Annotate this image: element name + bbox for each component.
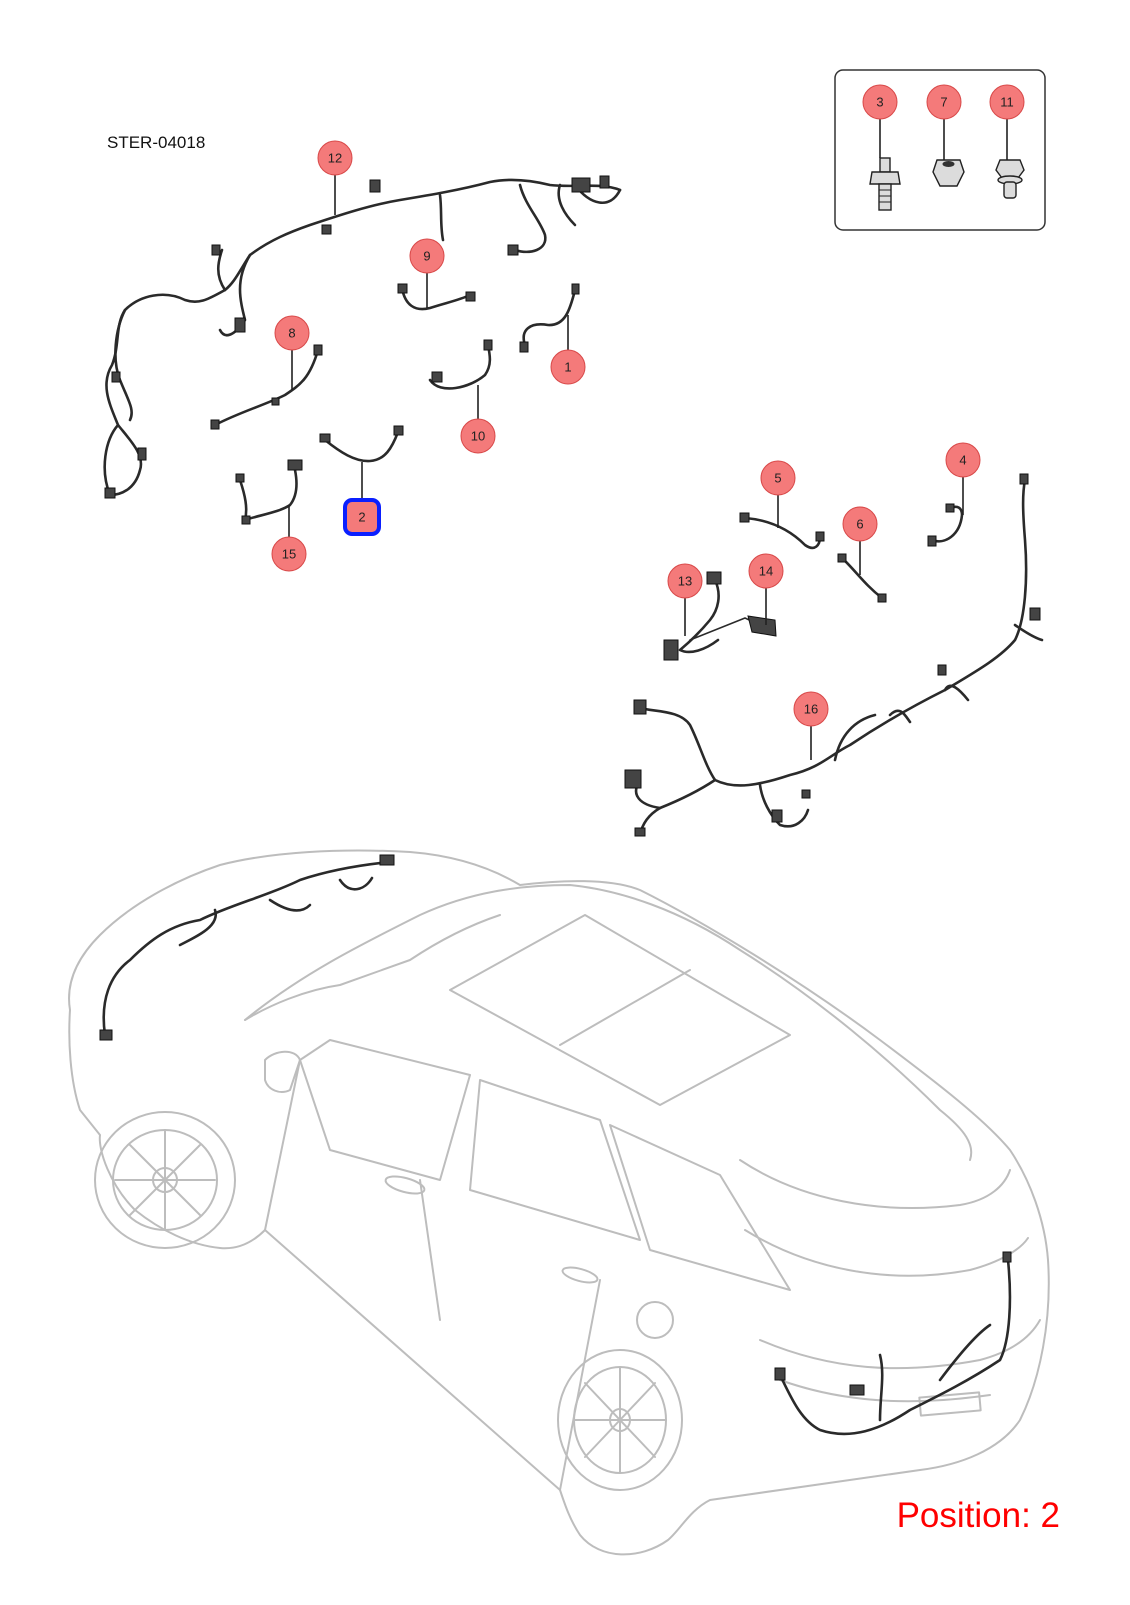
harness-part-12	[103, 175, 622, 499]
callout-number: 10	[471, 429, 485, 444]
callout-bubble	[989, 84, 1025, 120]
callout-selected-marker	[343, 498, 381, 536]
vehicle-illustration	[68, 849, 1050, 1556]
callout-number: 2	[358, 510, 365, 525]
callout-number: 15	[282, 547, 296, 562]
harness-part-13	[663, 571, 722, 661]
callout-8[interactable]: 8	[274, 315, 310, 390]
callout-bubble	[793, 691, 829, 727]
diagram-code-label: STER-04018	[107, 133, 206, 152]
callout-number: 13	[678, 574, 692, 589]
callout-number: 12	[328, 151, 342, 166]
harness-part-2	[319, 425, 404, 463]
callout-number: 5	[774, 471, 781, 486]
harness-part-1	[519, 283, 580, 353]
callout-number: 1	[564, 360, 571, 375]
harness-part-8	[210, 344, 323, 430]
callout-number: 6	[856, 517, 863, 532]
callout-bubble	[926, 84, 962, 120]
callout-bubble	[550, 349, 586, 385]
callout-7[interactable]: 7	[926, 84, 962, 160]
callout-number: 8	[288, 326, 295, 341]
callout-11[interactable]: 11	[989, 84, 1025, 160]
harness-part-10	[428, 339, 493, 390]
callout-number: 14	[759, 564, 773, 579]
callout-13[interactable]: 13	[667, 563, 703, 636]
position-indicator: Position: 2	[896, 1496, 1060, 1535]
callout-5[interactable]: 5	[760, 460, 796, 528]
callout-3[interactable]: 3	[862, 84, 898, 158]
callout-bubble	[945, 442, 981, 478]
callout-bubble	[842, 506, 878, 542]
harness-part-6	[837, 553, 887, 603]
callout-bubble	[317, 140, 353, 176]
callout-15[interactable]: 15	[271, 505, 307, 572]
front-wheel-icon	[94, 1111, 236, 1249]
harness-part-4	[927, 503, 964, 547]
callout-16[interactable]: 16	[793, 691, 829, 760]
harness-part-16	[624, 473, 1044, 837]
harness-part-14	[689, 615, 777, 641]
harness-part-5	[739, 512, 825, 550]
stud-fastener-icon	[869, 157, 901, 211]
callout-1[interactable]: 1	[550, 315, 586, 385]
callout-bubble	[862, 84, 898, 120]
callout-bubble	[409, 238, 445, 274]
callout-14[interactable]: 14	[748, 553, 784, 625]
nut-fastener-icon	[932, 159, 965, 187]
callout-number: 9	[423, 249, 430, 264]
callout-number: 16	[804, 702, 818, 717]
callout-number: 11	[1000, 95, 1014, 110]
callout-bubble	[460, 418, 496, 454]
bolt-fastener-icon	[995, 159, 1025, 199]
callout-bubble	[667, 563, 703, 599]
callout-10[interactable]: 10	[460, 385, 496, 454]
callout-bubble	[274, 315, 310, 351]
callout-number: 3	[876, 95, 883, 110]
harness-part-15	[235, 459, 303, 525]
callout-bubble	[760, 460, 796, 496]
callout-12[interactable]: 12	[317, 140, 353, 215]
rear-wheel-icon	[557, 1349, 683, 1491]
callout-bubble	[271, 536, 307, 572]
callout-number: 4	[959, 453, 966, 468]
callout-4[interactable]: 4	[945, 442, 981, 515]
callout-2[interactable]: 2	[343, 462, 381, 536]
callout-9[interactable]: 9	[409, 238, 445, 308]
harness-part-9	[397, 283, 476, 311]
callout-number: 7	[940, 95, 947, 110]
callout-bubble	[748, 553, 784, 589]
callout-6[interactable]: 6	[842, 506, 878, 575]
